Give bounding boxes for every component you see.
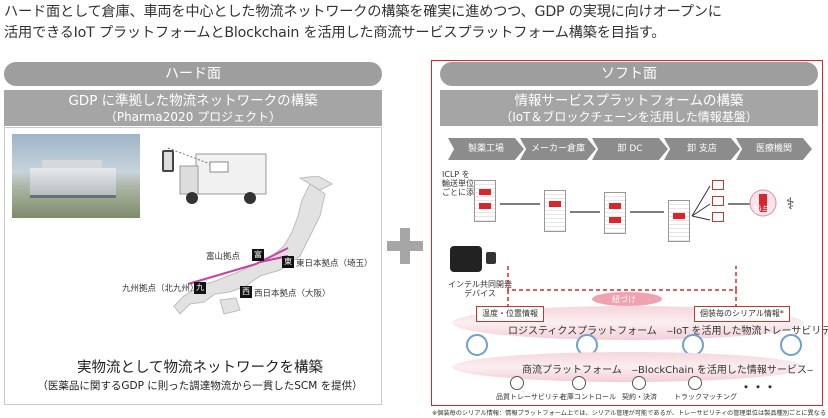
contract-label: 契約・決済 [622,393,657,401]
japan-map [173,176,334,315]
toyama-label: 富山拠点 [206,252,241,262]
box-2 [712,196,724,206]
hard-title-1: GDP に準拠した物流ネットワークの構築 [68,93,318,109]
hard-pill: ハード面 [4,62,382,86]
intro-text: ハード面として倉庫、車両を中心とした物流ネットワークの構築を確実に進めつつ、GD… [4,2,826,44]
soft-frame [431,60,823,406]
logistics-platform-label: ロジスティクスプラットフォーム ‒IoT を活用した物流トレーサビリティ‒ [508,326,828,337]
east-badge: 東 [282,256,294,268]
stage-medical: 医療機関 [736,138,812,160]
intro-line-2: 活用できるIoT プラットフォームとBlockchain を活用した商流サービス… [4,25,666,41]
intel-device-small [486,252,496,264]
sync-icon-4 [780,334,802,356]
truck-matching-icon [688,376,702,390]
quality-trace-label: 品質トレーサビリティ [496,393,566,401]
stage-maker-warehouse: メーカー倉庫 [520,138,596,160]
intel-device-image [450,246,482,272]
soft-title-1: 情報サービスプラットフォームの構築 [514,93,744,109]
doctor-icon: ⚕ [786,194,795,213]
more-ellipsis: ・・・ [740,380,777,394]
truck-illustration [167,147,267,204]
truck-matching-label: トラックマッチング [674,393,737,401]
footnote: ※個装毎のシリアル情報：情報プラットフォーム上では、シリアル管理が可能であるが、… [432,410,827,417]
commerce-platform-label: 商流プラットフォーム ‒BlockChain を活用した情報サービス‒ [522,365,814,376]
rack-2 [544,190,566,232]
toyaku-label: 投与 [754,205,770,214]
east-label: 東日本拠点（埼玉） [296,259,373,269]
medical-target-icon [749,189,777,217]
iclp-note: ICLP を 輸送単位 ごとに添付 [442,170,482,197]
stage-pharma-factory: 製薬工場 [448,138,524,160]
device-label: インテル共同開発 デバイス [448,280,512,298]
inventory-icon [572,376,586,390]
intro-line-1: ハード面として倉庫、車両を中心とした物流ネットワークの構築を確実に進めつつ、GD… [4,4,722,20]
stage-wholesale-branch: 卸 支店 [664,138,740,160]
quality-trace-icon [510,376,524,390]
kyushu-badge: 九 [194,282,206,294]
toyama-badge: 富 [252,249,264,261]
contract-icon [632,376,646,390]
smartphone-icon [162,150,174,172]
soft-pill: ソフト面 [440,62,818,86]
flow-arrows [500,185,754,221]
hard-subhead: GDP に準拠した物流ネットワークの構築 （Pharma2020 プロジェクト） [4,90,382,126]
link-dashed [507,266,737,306]
hard-title-2: （Pharma2020 プロジェクト） [104,110,282,124]
rack-4 [668,200,690,242]
hard-bottom-title: 実物流として物流ネットワークを構築 [76,360,324,376]
sync-icon-1 [466,334,488,356]
stage-wholesale-dc: 卸 DC [592,138,668,160]
commerce-platform-ring [452,352,804,382]
west-badge: 西 [240,286,252,298]
temp-location-tag: 温度・位置情報 [476,306,544,322]
rack-1 [474,180,496,222]
inventory-label: 在庫コントロール [560,393,616,401]
box-1 [712,180,724,190]
kyushu-label: 九州拠点（北九州） [122,284,199,294]
soft-title-2: （IoT＆ブロックチェーンを活用した情報基盤） [500,110,758,124]
west-label: 西日本拠点（大阪） [254,289,331,299]
plus-icon [387,228,423,264]
box-3 [712,212,724,222]
hard-bottom-sub: （医薬品に関するGDP に則った調達物流から一貫したSCM を提供） [37,380,363,392]
himozuke-label: 紐づけ [612,295,636,304]
himozuke-ellipse [592,292,662,306]
soft-subhead: 情報サービスプラットフォームの構築 （IoT＆ブロックチェーンを活用した情報基盤… [440,90,818,126]
rack-3 [604,192,626,234]
serial-info-tag: 個装毎のシリアル情報* [694,306,790,322]
warehouse-photo [12,134,140,218]
